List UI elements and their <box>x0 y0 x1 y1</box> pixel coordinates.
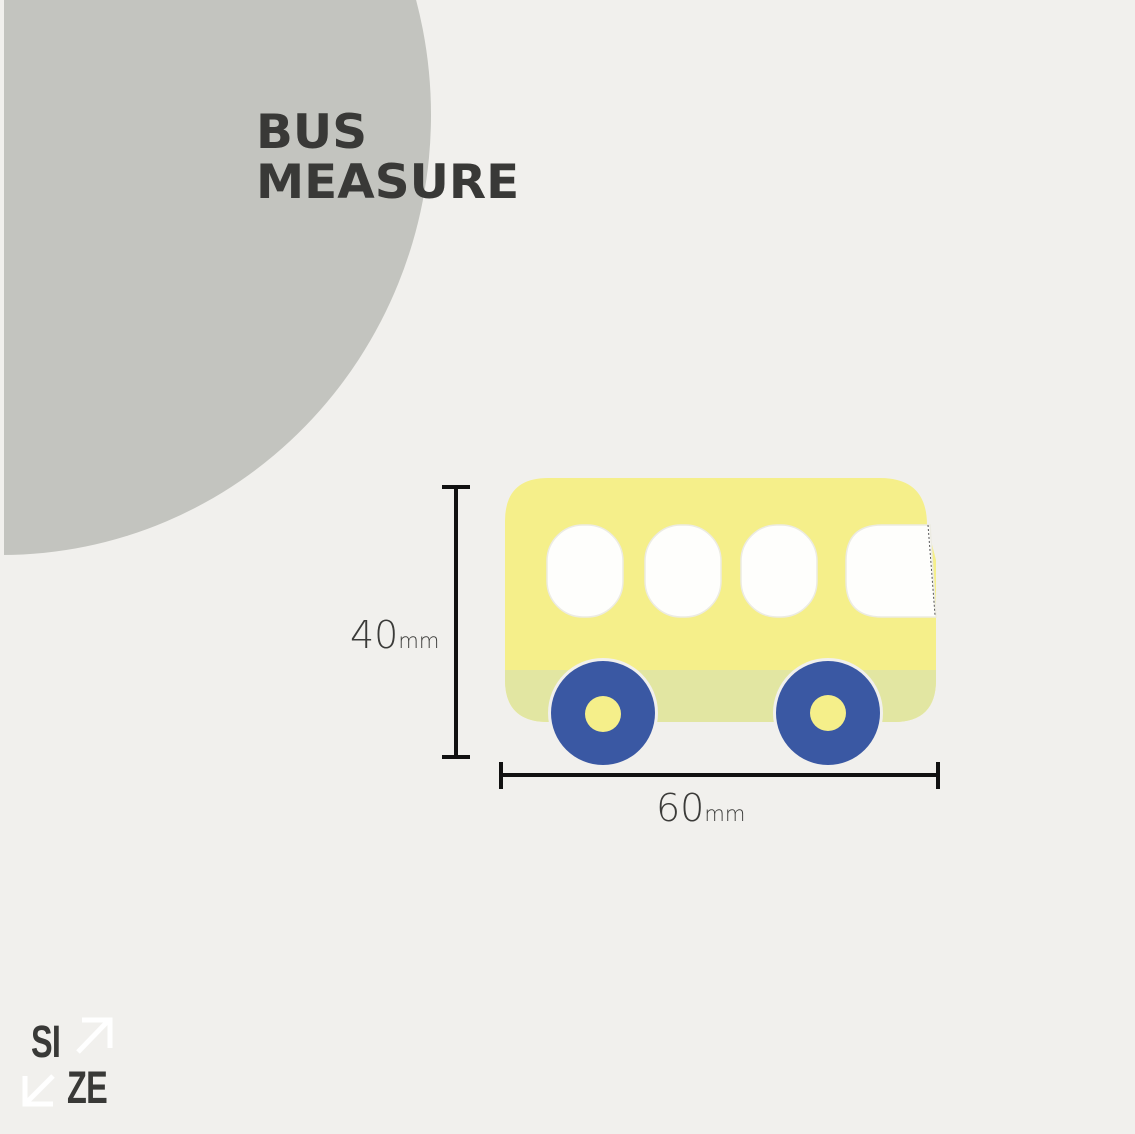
logo-text-top: SI <box>31 1016 61 1067</box>
height-unit: mm <box>398 629 440 653</box>
bus-wheel-front <box>773 658 883 768</box>
width-dimension-line <box>499 762 940 789</box>
title-line-1: BUS <box>256 105 368 160</box>
height-label: 40mm <box>350 613 439 657</box>
page-title: BUS MEASURE <box>256 108 519 208</box>
logo-text-bottom: ZE <box>67 1062 108 1113</box>
width-unit: mm <box>704 802 746 826</box>
left-edge-strip <box>0 0 4 1134</box>
width-label: 60mm <box>656 786 745 830</box>
size-logo: SI ZE <box>22 1016 114 1113</box>
bus-icon <box>505 478 937 768</box>
height-value: 40 <box>350 613 399 657</box>
title-line-2: MEASURE <box>256 155 520 210</box>
height-dimension-line <box>442 485 470 759</box>
bus-windows <box>546 524 937 618</box>
bus-wheel-rear <box>548 658 658 768</box>
expand-arrows-icon <box>22 1017 113 1107</box>
width-value: 60 <box>656 786 705 830</box>
